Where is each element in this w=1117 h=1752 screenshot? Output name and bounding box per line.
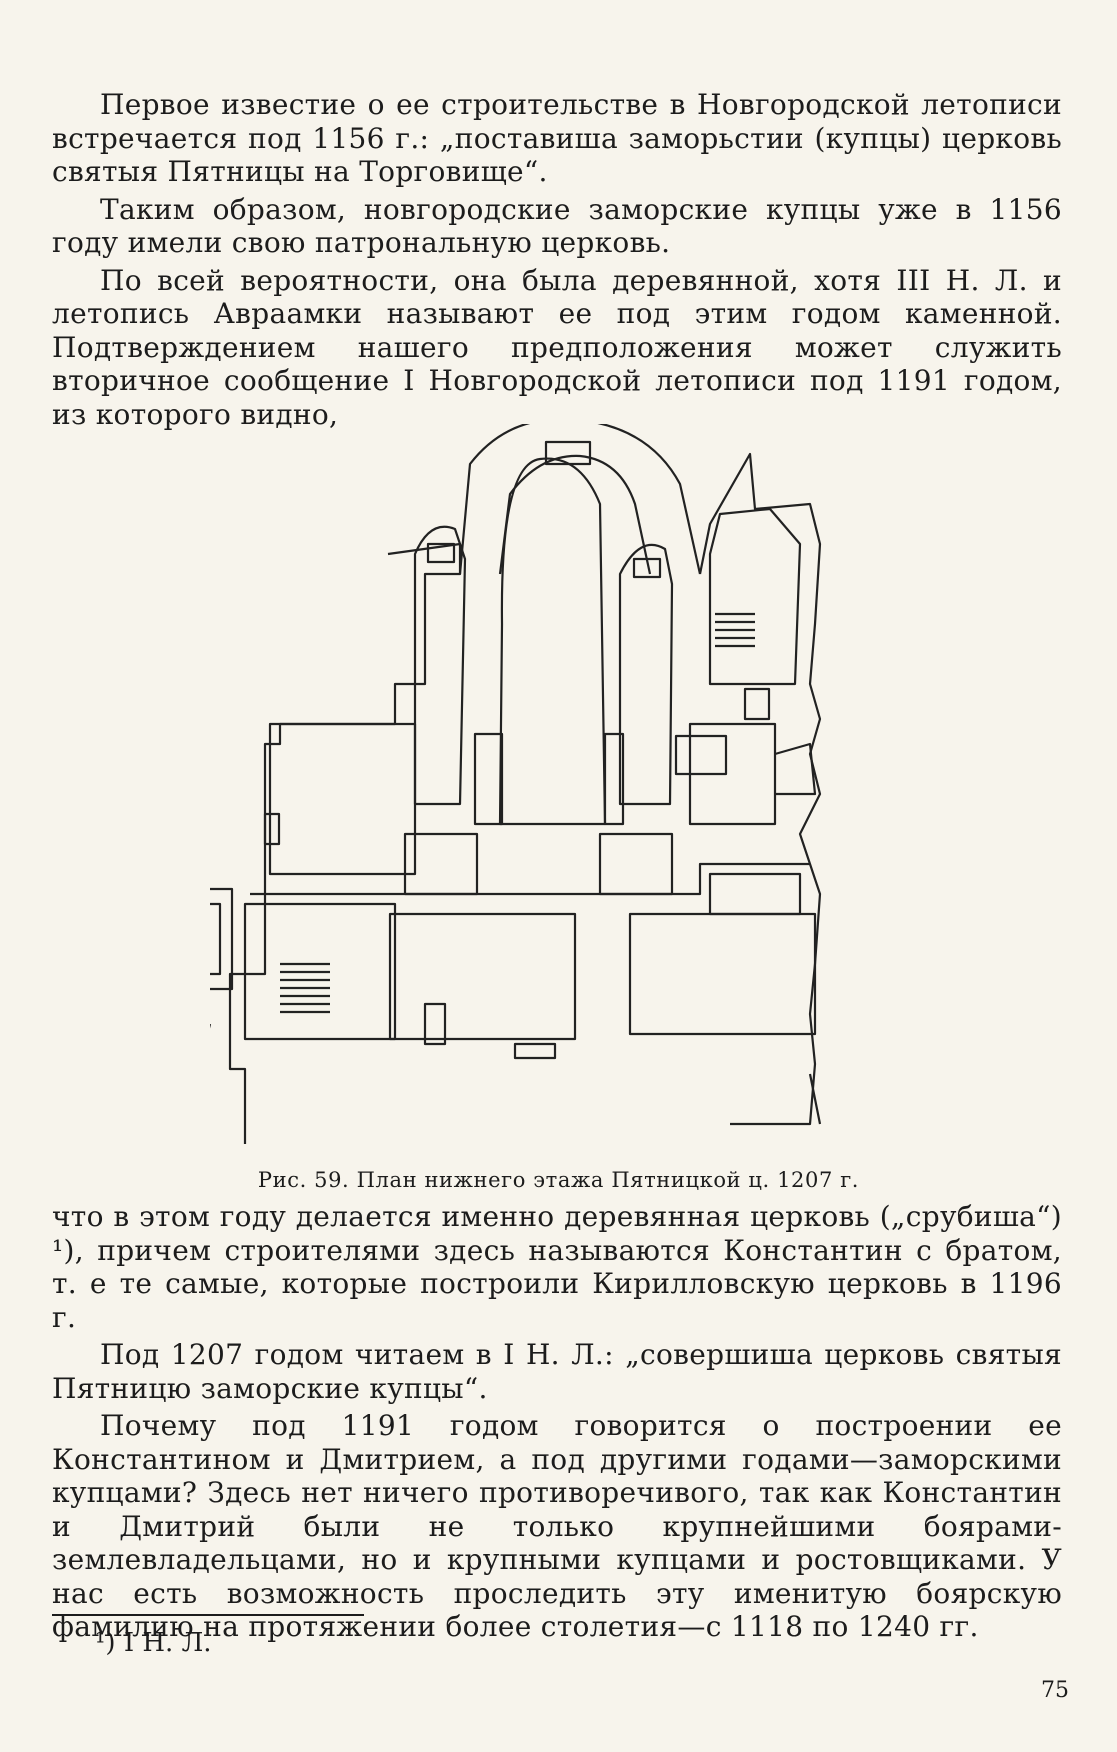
porch-left-inner — [210, 902, 222, 976]
paragraph: что в этом году делается именно деревянн… — [52, 1200, 1062, 1334]
paragraph: Почему под 1191 годом говорится о постро… — [52, 1409, 1062, 1643]
footnote: ¹) I Н. Л. — [95, 1628, 212, 1658]
entrance-step — [513, 1042, 557, 1060]
right-column — [743, 687, 771, 721]
base-right — [598, 832, 674, 896]
outer-wall-right — [698, 452, 822, 1126]
lower-right-room — [628, 912, 817, 1036]
bottom-text-block: что в этом году делается именно деревянн… — [52, 1200, 1062, 1644]
pier-south — [618, 543, 674, 806]
lower-right-notch — [708, 872, 802, 916]
right-apse-stub — [774, 742, 817, 796]
apse-inner — [498, 454, 652, 575]
right-middle-inset — [674, 734, 728, 776]
porch-left — [210, 887, 234, 991]
connector-left — [473, 732, 504, 826]
pier-south-cap — [632, 557, 662, 579]
left-chamber — [268, 722, 417, 876]
lower-center-room — [388, 912, 577, 1041]
door-center — [423, 1002, 447, 1046]
left-chamber-niche — [263, 812, 281, 846]
pier-north-cap — [426, 542, 456, 564]
pier-north — [413, 525, 467, 806]
figure-caption: Рис. 59. План нижнего этажа Пятницкой ц.… — [257, 1168, 860, 1192]
central-nave — [498, 457, 607, 826]
paragraph: Таким образом, новгородские заморские ку… — [52, 192, 1062, 260]
paragraph: Первое известие о ее строительстве в Нов… — [52, 88, 1062, 188]
mid-band — [250, 862, 810, 896]
stair-lower — [280, 962, 330, 1014]
apse-outer — [458, 424, 702, 575]
floor-plan-drawing — [210, 424, 822, 1144]
floor-plan-figure — [210, 424, 930, 1159]
stair-right — [715, 612, 755, 648]
footnote-rule — [52, 1614, 364, 1616]
connector-right — [603, 732, 625, 826]
right-upper-chamber — [708, 507, 802, 686]
paragraph: По всей вероятности, она была деревянной… — [52, 263, 1062, 431]
top-text-block: Первое известие о ее строительстве в Нов… — [52, 88, 1062, 431]
lower-left-room — [243, 902, 397, 1041]
ground-line — [210, 1024, 822, 1125]
page-number: 75 — [1041, 1678, 1069, 1703]
paragraph: Под 1207 годом читаем в I Н. Л.: „соверш… — [52, 1338, 1062, 1405]
